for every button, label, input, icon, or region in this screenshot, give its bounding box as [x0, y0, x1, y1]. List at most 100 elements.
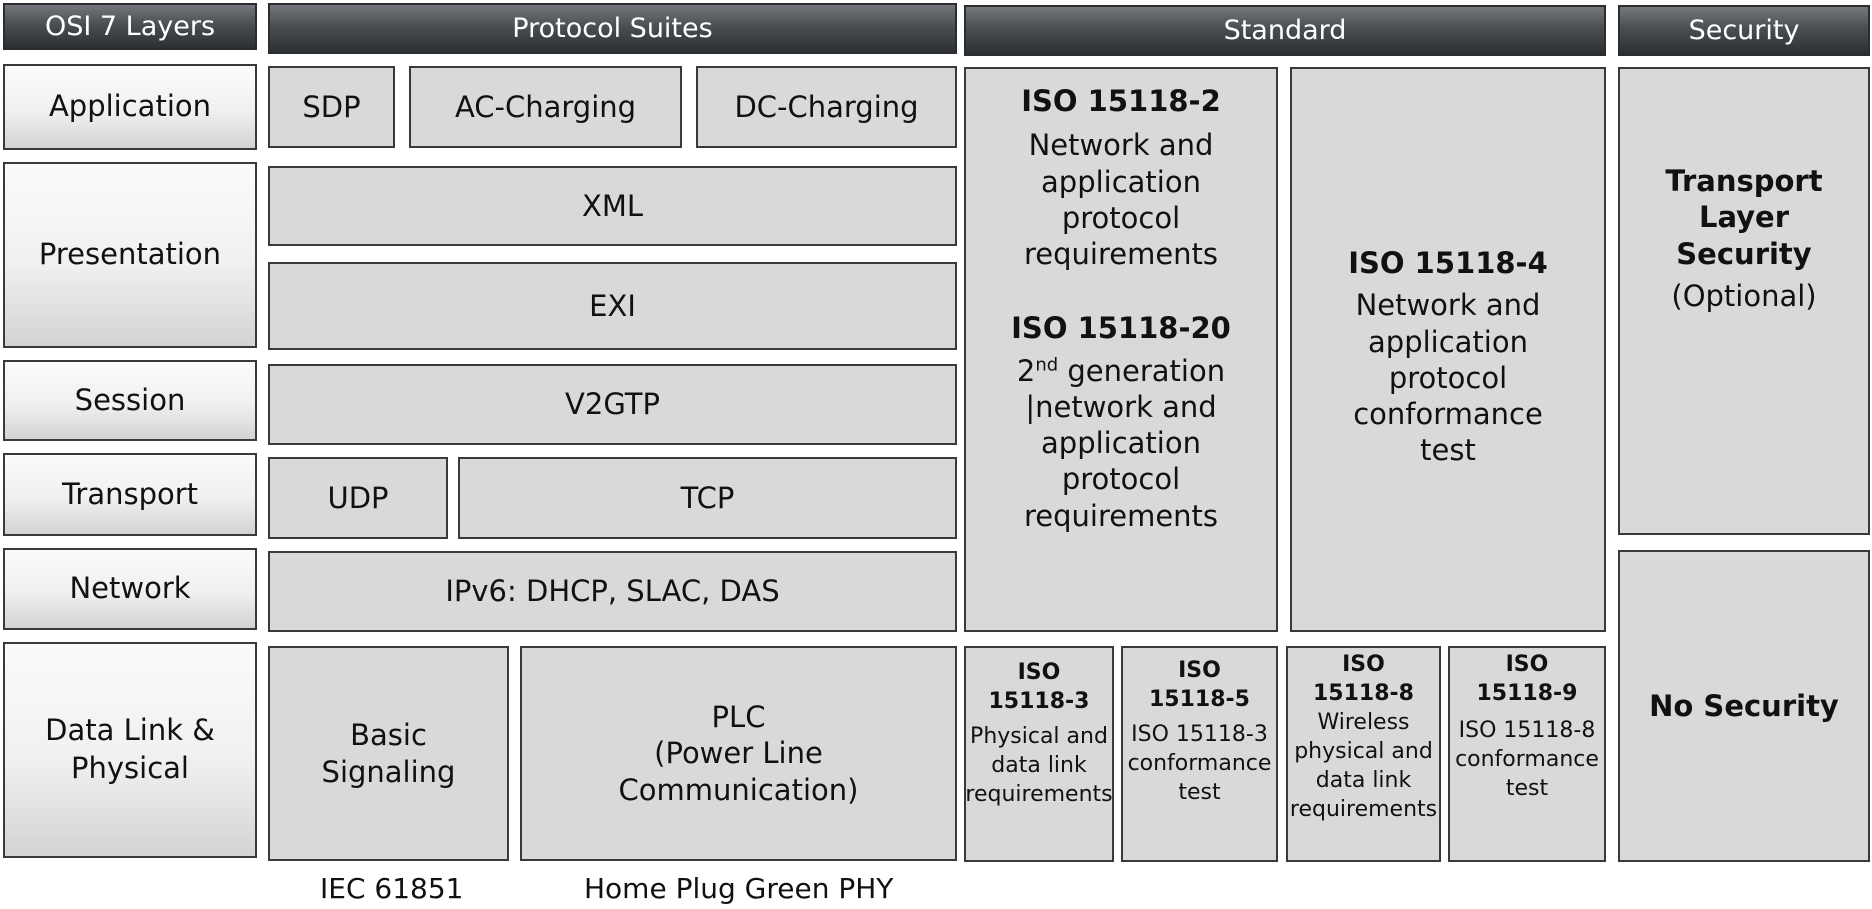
- standard-iso-15118-5-line1: ISO 15118-3: [1131, 722, 1268, 748]
- standard-iso-15118-8-line3: data link: [1315, 768, 1412, 794]
- protocol-ipv6-label: IPv6: DHCP, SLAC, DAS: [445, 574, 780, 609]
- protocol-ac-charging-label: AC-Charging: [454, 89, 637, 124]
- header-osi-layers: OSI 7 Layers: [3, 3, 257, 50]
- standard-iso-15118-4-line3: protocol: [1388, 360, 1508, 395]
- header-protocols-label: Protocol Suites: [512, 13, 713, 44]
- standard-iso-15118-3-title-line1: ISO: [1017, 660, 1061, 685]
- protocol-ipv6: IPv6: DHCP, SLAC, DAS: [268, 551, 957, 632]
- osi-datalink-label-line1: Data Link &: [45, 713, 215, 748]
- header-security-label: Security: [1688, 15, 1800, 46]
- standard-iso-15118-8-line4: requirements: [1289, 797, 1438, 823]
- protocol-sdp-label: SDP: [302, 89, 361, 124]
- protocol-tcp-label: TCP: [680, 480, 735, 515]
- standard-iso-15118-4-line1: Network and: [1355, 288, 1541, 323]
- protocol-dc-charging: DC-Charging: [696, 66, 957, 148]
- protocol-dc-charging-label: DC-Charging: [734, 89, 919, 124]
- standard-iso-15118-2-title: ISO 15118-2: [1021, 84, 1221, 118]
- standard-iso-15118-4: ISO 15118-4 Network and application prot…: [1290, 67, 1606, 632]
- security-tls-line1: Transport: [1665, 164, 1823, 198]
- header-osi-label: OSI 7 Layers: [44, 11, 216, 42]
- standard-iso-15118-8-title-line1: ISO: [1342, 652, 1385, 677]
- standard-iso-15118-5-line3: test: [1178, 780, 1221, 806]
- protocol-plc-label-line1: PLC: [711, 700, 766, 735]
- footnote-homeplug-green-phy: Home Plug Green PHY: [584, 872, 894, 905]
- standard-iso-15118-20-ordinal: 2: [1016, 353, 1036, 388]
- standard-iso-15118-3-line2: data link: [991, 753, 1087, 779]
- footnote-iec-61851: IEC 61851: [320, 872, 464, 905]
- standard-iso-15118-3: ISO 15118-3 Physical and data link requi…: [964, 646, 1114, 862]
- protocol-exi: EXI: [268, 262, 957, 350]
- header-standard: Standard: [964, 5, 1606, 56]
- standard-iso-15118-8-line1: Wireless: [1317, 710, 1410, 736]
- standard-iso-15118-5-title-line2: 15118-5: [1149, 687, 1250, 713]
- protocol-udp: UDP: [268, 457, 448, 539]
- protocol-v2gtp: V2GTP: [268, 364, 957, 445]
- standard-iso-15118-3-title-line2: 15118-3: [988, 689, 1090, 715]
- standard-iso-15118-2-line4: requirements: [1023, 237, 1219, 271]
- standard-iso-15118-20-sup: nd: [1035, 353, 1059, 375]
- protocol-xml-label: XML: [581, 188, 644, 223]
- standard-iso-15118-8-line2: physical and: [1294, 739, 1433, 765]
- protocol-tcp: TCP: [458, 457, 957, 539]
- security-tls-line3: Security: [1676, 236, 1812, 271]
- standard-iso-15118-5: ISO 15118-5 ISO 15118-3 conformance test: [1121, 646, 1278, 862]
- standard-iso-15118-20-line4: protocol: [1061, 462, 1181, 497]
- standard-iso-15118-3-line3: requirements: [965, 782, 1113, 808]
- standard-iso-15118-3-line1: Physical and: [970, 724, 1108, 750]
- standard-iso-15118-2-and-20: ISO 15118-2 Network and application prot…: [964, 67, 1278, 632]
- standard-iso-15118-9-line2: conformance: [1455, 747, 1599, 773]
- osi-layer-network: Network: [3, 548, 257, 630]
- protocol-exi-label: EXI: [589, 288, 636, 323]
- standard-iso-15118-9-title-line1: ISO: [1505, 652, 1549, 677]
- protocol-plc-label-line3: Communication): [618, 772, 859, 807]
- protocol-plc-label-line2: (Power Line: [654, 736, 823, 771]
- standard-iso-15118-5-line2: conformance: [1127, 751, 1272, 777]
- security-tls-optional: (Optional): [1671, 278, 1817, 313]
- protocol-sdp: SDP: [268, 66, 395, 148]
- security-none-label: No Security: [1649, 688, 1839, 723]
- standard-iso-15118-9: ISO 15118-9 ISO 15118-8 conformance test: [1448, 646, 1606, 862]
- protocol-v2gtp-label: V2GTP: [565, 387, 660, 422]
- protocol-udp-label: UDP: [327, 480, 389, 515]
- osi-datalink-label-line2: Physical: [71, 751, 189, 785]
- osi-network-label: Network: [69, 571, 191, 606]
- standard-iso-15118-20-line2: |network and: [1025, 389, 1217, 424]
- standard-iso-15118-2-line1: Network and: [1028, 128, 1214, 163]
- osi-layer-presentation: Presentation: [3, 162, 257, 348]
- header-protocol-suites: Protocol Suites: [268, 3, 957, 54]
- standard-iso-15118-2-line2: application: [1041, 164, 1201, 199]
- osi-layer-session: Session: [3, 360, 257, 441]
- osi-layer-transport: Transport: [3, 453, 257, 536]
- standard-iso-15118-8: ISO 15118-8 Wireless physical and data l…: [1286, 646, 1441, 862]
- standard-iso-15118-4-line5: test: [1420, 433, 1476, 468]
- standard-iso-15118-20-title: ISO 15118-20: [1011, 311, 1231, 346]
- standard-iso-15118-9-line1: ISO 15118-8: [1458, 718, 1596, 744]
- standard-iso-15118-8-title-line2: 15118-8: [1313, 681, 1414, 707]
- standard-iso-15118-9-title-line2: 15118-9: [1476, 681, 1578, 707]
- protocol-basic-signaling: Basic Signaling: [268, 646, 509, 861]
- osi-layer-datalink-physical: Data Link & Physical: [3, 642, 257, 858]
- osi-presentation-label: Presentation: [38, 237, 222, 272]
- security-tls: Transport Layer Security (Optional): [1618, 67, 1870, 535]
- standard-iso-15118-20-generation: generation: [1058, 353, 1226, 388]
- protocol-xml: XML: [268, 166, 957, 246]
- standard-iso-15118-5-title-line1: ISO: [1178, 658, 1221, 683]
- protocol-plc: PLC (Power Line Communication): [520, 646, 957, 861]
- protocol-ac-charging: AC-Charging: [409, 66, 682, 148]
- osi-transport-label: Transport: [61, 476, 199, 511]
- standard-iso-15118-9-line3: test: [1505, 776, 1549, 802]
- security-none: No Security: [1618, 550, 1870, 862]
- standard-iso-15118-4-title: ISO 15118-4: [1348, 246, 1548, 280]
- security-tls-line2: Layer: [1698, 200, 1790, 235]
- standard-iso-15118-4-line4: conformance: [1353, 397, 1543, 431]
- osi-application-label: Application: [48, 89, 212, 124]
- standard-iso-15118-2-line3: protocol: [1061, 200, 1181, 235]
- standard-iso-15118-20-line3: application: [1041, 426, 1201, 460]
- standard-iso-15118-4-line2: application: [1368, 324, 1528, 359]
- header-security: Security: [1618, 5, 1870, 56]
- protocol-basic-label-line2: Signaling: [321, 754, 456, 789]
- standard-iso-15118-20-line5: requirements: [1023, 498, 1219, 533]
- header-standard-label: Standard: [1223, 15, 1347, 46]
- osi-layer-application: Application: [3, 64, 257, 150]
- protocol-basic-label-line1: Basic: [350, 718, 427, 753]
